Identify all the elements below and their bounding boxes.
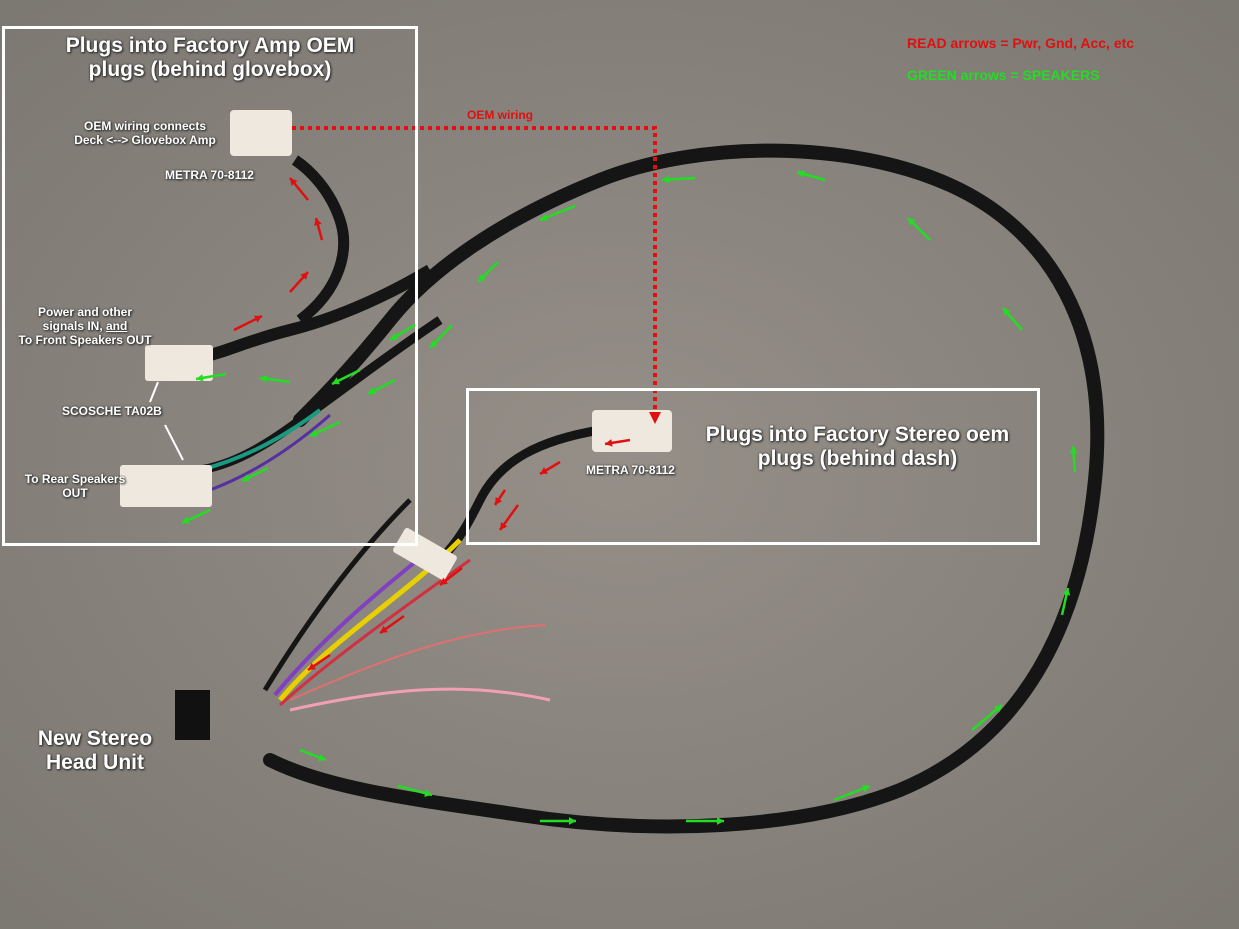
red-arrow-icon [493,489,507,506]
oem-connects-label: OEM wiring connects Deck <--> Glovebox A… [60,119,230,148]
green-arrow-icon [367,378,396,396]
pointer-arrow-icon [164,424,184,461]
legend-green: GREEN arrows = SPEAKERS [907,67,1100,83]
red-arrow-icon [289,177,309,201]
green-arrow-icon [259,375,291,384]
legend-red: READ arrows = Pwr, Gnd, Acc, etc [907,35,1135,51]
glovebox-region-box [2,26,418,546]
pointer-arrow-icon [149,381,159,403]
wire-purple [209,413,331,492]
green-arrow-icon [181,508,211,525]
harness-branch-dash [436,425,601,564]
green-arrow-icon [389,323,416,342]
green-arrow-icon [195,372,227,382]
inline-connector [393,527,457,581]
red-arrow-icon [233,314,263,332]
metra-amp-label: METRA 70-8112 [165,168,254,182]
label-line: Deck <--> Glovebox Amp [74,132,216,147]
red-arrow-icon [307,653,331,672]
harness-branch-amp-plug [291,155,350,325]
red-arrow-icon [539,460,561,476]
title-line: Plugs into Factory Stereo oem [705,423,1010,446]
green-arrow-icon [796,170,826,182]
red-arrow-icon [604,438,631,447]
harness-loop [263,143,1105,834]
label-line: Head Unit [45,751,144,775]
green-arrow-icon [309,420,341,438]
green-arrow-icon [299,748,327,762]
green-arrow-icon [833,784,871,802]
green-arrow-icon [429,324,453,349]
harness-branch-amp [208,264,434,361]
metra-dash-label: METRA 70-8112 [586,463,675,477]
green-arrow-icon [477,261,499,283]
green-arrow-icon [331,368,361,386]
dash-title: Plugs into Factory Stereo oem plugs (beh… [675,423,1040,471]
green-arrow-icon [1069,445,1078,473]
red-arrow-icon [314,217,324,241]
title-line: plugs (behind dash) [757,447,958,471]
wire-pink-1 [289,624,546,701]
oem-wiring-line [292,126,657,420]
title-line: Plugs into Factory Amp OEM [65,34,355,57]
power-label: Power and other signals IN, and To Front… [10,305,160,347]
red-arrow-icon [439,567,463,586]
glovebox-title: Plugs into Factory Amp OEM plugs (behind… [20,34,400,82]
red-arrow-icon [498,504,520,531]
scosche-label: SCOSCHE TA02B [62,404,162,418]
label-line: OEM wiring connects [83,119,206,133]
green-arrow-icon [397,784,433,797]
rear-speakers-label: To Rear Speakers OUT [12,472,138,501]
oem-wiring-label: OEM wiring [467,108,533,122]
green-arrow-icon [540,817,576,825]
wire-purple-2 [273,548,432,697]
label-line: New Stereo [37,727,153,750]
label-text: signals IN, [42,318,106,333]
label-line: OUT [62,485,88,500]
label-line: To Rear Speakers [24,472,126,486]
wire-teal [199,408,322,472]
scosche-plug-front [145,345,213,381]
red-arrow-icon [379,614,405,635]
metra-plug-amp [230,110,292,156]
wire-pink-2 [289,687,551,712]
green-arrow-icon [686,817,724,825]
label-underlined: and [106,318,128,333]
label-line: To Front Speakers OUT [18,332,152,347]
dash-region-box [466,388,1040,545]
label-line: signals IN, and [10,318,160,334]
green-arrow-icon [661,175,696,184]
title-line: plugs (behind glovebox) [88,58,332,82]
green-arrow-icon [241,466,269,483]
head-unit-connector [175,690,210,740]
wire-black [262,498,412,692]
green-arrow-icon [971,704,1003,731]
head-unit-label: New Stereo Head Unit [20,727,170,775]
label-line: Power and other [37,305,132,319]
metra-plug-dash [592,410,672,452]
green-arrow-icon [907,217,931,241]
oem-wiring-arrowhead-icon [649,412,661,424]
green-arrow-icon [539,204,576,222]
scosche-plug-rear [120,465,212,507]
red-arrow-icon [289,271,309,293]
green-arrow-icon [1002,307,1023,331]
green-arrow-icon [1060,587,1071,616]
